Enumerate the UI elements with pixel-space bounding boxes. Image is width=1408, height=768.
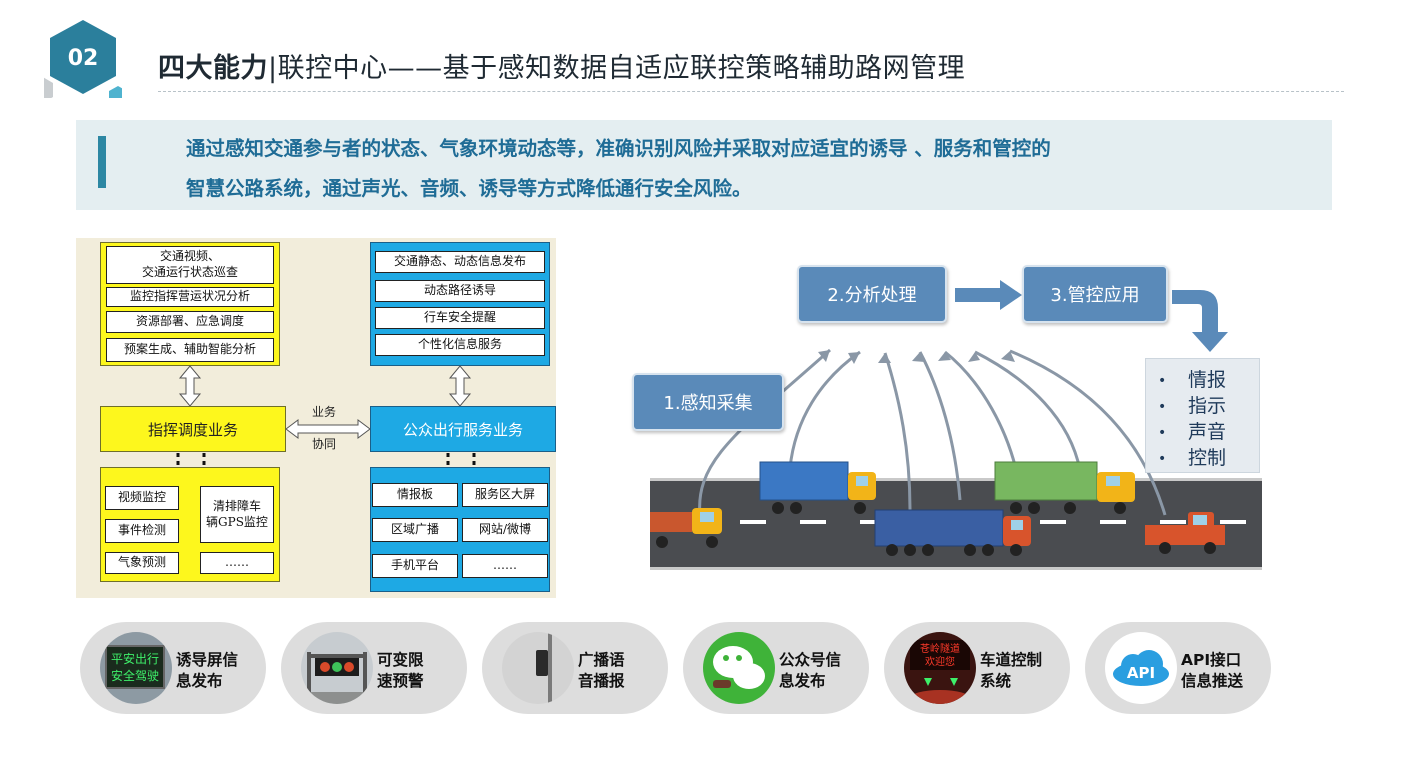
output-item-info: •情报	[1158, 369, 1227, 391]
banner-text-line-2: 智慧公路系统，通过声光、音频、诱导等方式降低通行安全风险。	[186, 177, 752, 200]
capability-pill-lane-control: 苍岭隧道 欢迎您 车道控制系统	[884, 622, 1070, 714]
sensing-step-box: 1.感知采集	[632, 373, 784, 431]
banner-text-line-1: 通过感知交通参与者的状态、气象环境动态等，准确识别风险并采取对应适宜的诱导 、服…	[186, 137, 1051, 160]
diagram-item-dispatch: 资源部署、应急调度	[106, 311, 274, 333]
svg-text:苍岭隧道: 苍岭隧道	[920, 642, 960, 655]
pill-label: 公众号信息发布	[779, 651, 842, 690]
diagram-item-ops-analysis: 监控指挥营运状况分析	[106, 287, 274, 307]
output-item-sound: •声音	[1158, 421, 1227, 443]
truck-green-icon	[994, 461, 1135, 514]
traffic-flow-illustration	[650, 280, 1262, 570]
summary-banner	[76, 120, 1332, 210]
diagram-item-safety-reminder: 行车安全提醒	[375, 307, 545, 329]
diagram-item-more-right: ……	[462, 554, 548, 578]
pill-label: API接口信息推送	[1181, 651, 1244, 690]
output-item-control: •控制	[1158, 447, 1227, 469]
truck-navy-icon	[874, 509, 1031, 556]
truck-blue-icon	[759, 461, 876, 514]
diagram-item-info-release: 交通静态、动态信息发布	[375, 251, 545, 273]
pill-label: 诱导屏信息发布	[176, 651, 239, 690]
diagram-item-screen: 服务区大屏	[462, 483, 548, 507]
svg-text:平安出行: 平安出行	[111, 651, 159, 666]
pickup-truck-icon	[1145, 512, 1225, 554]
diagram-item-video-patrol: 交通视频、交通运行状态巡查	[106, 246, 274, 284]
section-number: 02	[68, 46, 99, 71]
business-diagram: 交通视频、交通运行状态巡查 监控指挥营运状况分析 资源部署、应急调度 预案生成、…	[76, 238, 556, 598]
output-item-guidance: •指示	[1158, 395, 1227, 417]
diagram-item-more-left: ……	[200, 552, 274, 574]
section-badge: 02	[44, 20, 122, 98]
output-list-panel: •情报 •指示 •声音 •控制	[1145, 358, 1260, 473]
capability-pill-wechat: 公众号信息发布	[683, 622, 869, 714]
title-divider	[158, 91, 1344, 92]
coordination-label-top: 业务	[312, 405, 337, 419]
svg-text:API: API	[1127, 664, 1155, 682]
speaker-pole-icon	[502, 632, 574, 704]
capability-pill-guidance-screen: 平安出行 安全驾驶 诱导屏信息发布	[80, 622, 266, 714]
diagram-item-gps: 清排障车辆GPS监控	[200, 486, 274, 543]
diagram-item-plan: 预案生成、辅助智能分析	[106, 338, 274, 362]
gantry-sign-icon	[301, 632, 373, 704]
diagram-item-mobile: 手机平台	[372, 554, 458, 578]
svg-text:安全驾驶: 安全驾驶	[111, 668, 159, 683]
led-sign-icon: 平安出行 安全驾驶	[100, 632, 172, 704]
api-cloud-icon: API	[1105, 632, 1177, 704]
diagram-item-video-monitor: 视频监控	[105, 486, 179, 510]
diagram-item-vms: 情报板	[372, 483, 458, 507]
pill-label: 车道控制系统	[980, 651, 1043, 690]
diagram-item-event-detect: 事件检测	[105, 519, 179, 543]
analysis-step-box: 2.分析处理	[797, 265, 947, 323]
pill-label: 广播语音播报	[578, 651, 625, 690]
diagram-item-route-guidance: 动态路径诱导	[375, 280, 545, 302]
diagram-item-web: 网站/微博	[462, 518, 548, 542]
command-dispatch-box: 指挥调度业务	[100, 406, 286, 452]
control-step-box: 3.管控应用	[1022, 265, 1168, 323]
public-service-box: 公众出行服务业务	[370, 406, 556, 452]
tunnel-lane-icon: 苍岭隧道 欢迎您	[904, 632, 976, 704]
wechat-icon	[703, 632, 775, 704]
page-title: 四大能力|联控中心——基于感知数据自适应联控策略辅助路网管理	[158, 53, 966, 84]
coordination-label-bottom: 协同	[312, 437, 337, 451]
diagram-item-personal-service: 个性化信息服务	[375, 334, 545, 356]
capability-pill-broadcast: 广播语音播报	[482, 622, 668, 714]
banner-accent-bar	[98, 136, 106, 188]
truck-left-icon	[650, 508, 722, 548]
capability-pill-api: API API接口信息推送	[1085, 622, 1271, 714]
diagram-item-broadcast: 区域广播	[372, 518, 458, 542]
capability-pill-speed-limit: 可变限速预警	[281, 622, 467, 714]
diagram-item-weather: 气象预测	[105, 552, 179, 574]
pill-label: 可变限速预警	[377, 651, 424, 690]
svg-text:欢迎您: 欢迎您	[925, 655, 955, 668]
